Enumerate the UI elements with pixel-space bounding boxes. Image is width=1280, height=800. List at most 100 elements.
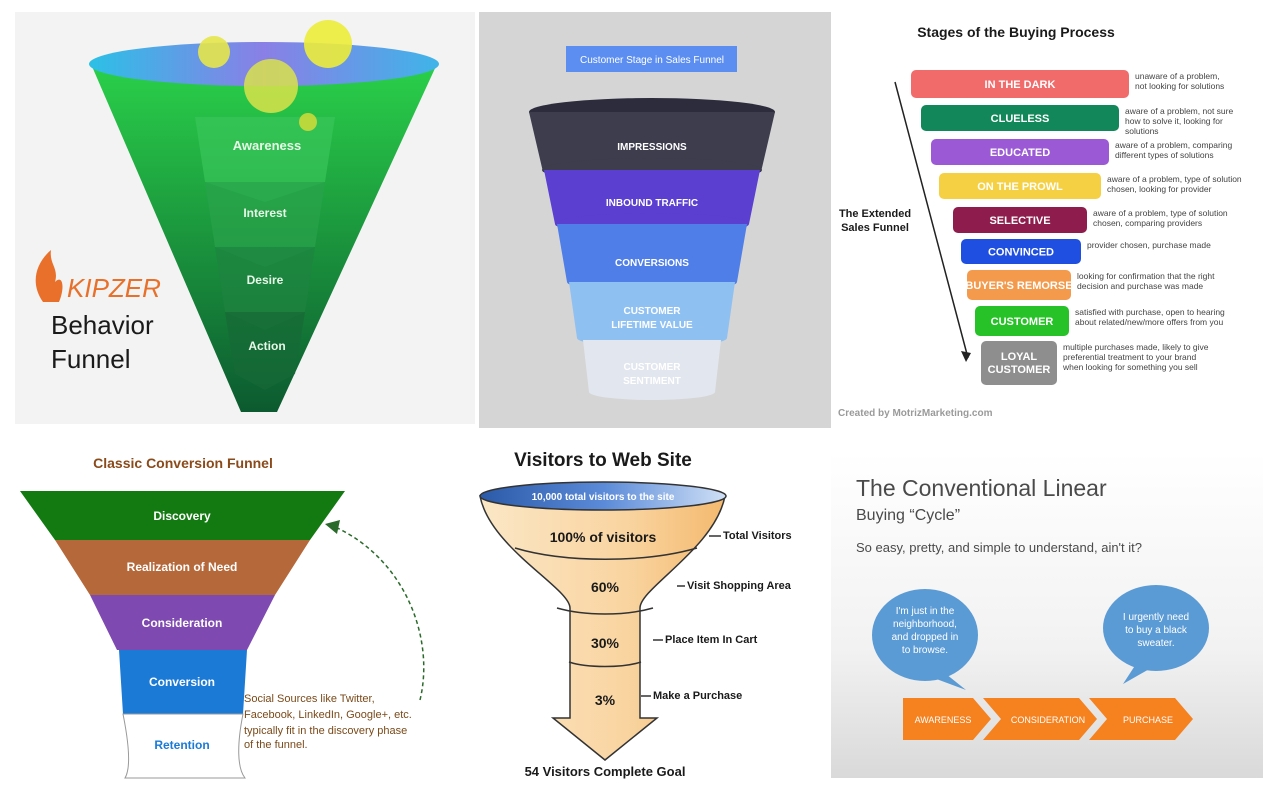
step-label: CONSIDERATION: [1011, 715, 1085, 725]
logo-text: KIPZER: [67, 273, 161, 303]
panel-subtitle: Buying “Cycle”: [856, 507, 960, 524]
stage-box: [981, 341, 1057, 385]
svg-text:sweater.: sweater.: [1137, 638, 1174, 649]
level-pct: 60%: [591, 579, 620, 595]
level-pct: 3%: [595, 692, 616, 708]
level-label: Make a Purchase: [653, 690, 742, 702]
stage-description: solutions: [1125, 126, 1159, 136]
funnel-top: [479, 481, 727, 511]
buying-process-panel: Stages of the Buying Process The Extende…: [833, 12, 1273, 428]
stage-box: [911, 70, 1129, 98]
note-line: Facebook, LinkedIn, Google+, etc.: [244, 709, 412, 721]
tier-label: IMPRESSIONS: [617, 142, 687, 153]
behavior-funnel-graphic: Awareness Interest Desire Action KIPZER …: [35, 20, 439, 412]
step-label: PURCHASE: [1123, 715, 1173, 725]
stage-description: multiple purchases made, likely to give: [1063, 342, 1209, 352]
ball: [304, 20, 352, 68]
buying-stages: IN THE DARK unaware of a problem,not look…: [911, 70, 1242, 385]
level-label: Visit Shopping Area: [687, 580, 792, 592]
svg-text:I urgently need: I urgently need: [1123, 612, 1189, 623]
funnel-body: [479, 495, 726, 761]
stage-label: CLUELESS: [991, 113, 1050, 125]
panel-title: Classic Conversion Funnel: [93, 455, 273, 471]
credit: Created by MotrizMarketing.com: [838, 408, 993, 419]
stage-label: Interest: [243, 206, 286, 220]
stage-label: Consideration: [142, 616, 223, 630]
ball: [244, 59, 298, 113]
level-pct: 100% of visitors: [550, 529, 657, 545]
stage-label: IN THE DARK: [985, 79, 1056, 91]
stage-box: [939, 173, 1101, 199]
stage-description: looking for confirmation that the right: [1077, 271, 1215, 281]
stage-discovery: [20, 491, 345, 540]
stage-label: CONVINCED: [988, 247, 1054, 259]
tier-conversions: [557, 224, 747, 282]
stage-label: ON THE PROWL: [977, 181, 1063, 193]
stage-label: Discovery: [153, 509, 211, 523]
svg-text:to browse.: to browse.: [902, 645, 948, 656]
panel-header: Customer Stage in Sales Funnel: [580, 55, 724, 66]
customer-stage-panel: Customer Stage in Sales Funnel IMPRESSIO…: [479, 12, 831, 428]
ball: [198, 36, 230, 68]
stage-label: Realization of Need: [127, 560, 238, 574]
level-label: Place Item In Cart: [665, 634, 758, 646]
stage-description: not looking for solutions: [1135, 81, 1224, 91]
stage-box: [931, 139, 1109, 165]
note-line: of the funnel.: [244, 739, 308, 751]
kipzer-logo: KIPZER: [35, 250, 161, 303]
svg-text:and dropped in: and dropped in: [892, 632, 959, 643]
stage-label: Awareness: [233, 138, 301, 153]
classic-funnel-panel: Classic Conversion Funnel Discovery Real…: [15, 438, 473, 788]
stage-box: [975, 306, 1069, 336]
stage-realization: [55, 540, 310, 595]
tier-label: CONVERSIONS: [615, 258, 689, 269]
tier-label: CUSTOMER: [623, 362, 681, 373]
top-label: 10,000 total visitors to the site: [532, 492, 675, 503]
stage-description: aware of a problem, comparing: [1115, 140, 1232, 150]
tier-label: CUSTOMER: [623, 306, 681, 317]
stage-description: decision and purchase was made: [1077, 281, 1203, 291]
panel-title: Funnel: [51, 344, 131, 374]
behavior-funnel-panel: Awareness Interest Desire Action KIPZER …: [15, 12, 475, 424]
level-label: Total Visitors: [723, 530, 792, 542]
step-purchase: [1089, 698, 1193, 740]
tier-lifetime-value: [569, 282, 735, 338]
tier-inbound-traffic: [544, 170, 760, 224]
tier-label: INBOUND TRAFFIC: [606, 198, 698, 209]
stage-box: [953, 207, 1087, 233]
header-box: [566, 46, 737, 72]
stage-description: aware of a problem, type of solution: [1093, 208, 1228, 218]
stage-label: CUSTOMER: [988, 364, 1051, 376]
stage-description: chosen, looking for provider: [1107, 184, 1212, 194]
visitors-funnel-panel: Visitors to Web Site 10,000 total visito…: [475, 438, 827, 788]
stage-description: provider chosen, purchase made: [1087, 240, 1211, 250]
stage-conversion: [119, 650, 247, 714]
stage-description: about related/new/more offers from you: [1075, 317, 1223, 327]
side-label: The Extended: [839, 208, 911, 220]
stage-label: Conversion: [149, 675, 215, 689]
stage-retention: [122, 713, 247, 779]
stage-description: chosen, comparing providers: [1093, 218, 1202, 228]
svg-text:to buy a black: to buy a black: [1125, 625, 1188, 636]
stage-box: [921, 105, 1119, 131]
stage-description: unaware of a problem,: [1135, 71, 1220, 81]
svg-text:neighborhood,: neighborhood,: [893, 619, 957, 630]
stage-label: SELECTIVE: [989, 215, 1050, 227]
stage-label: CUSTOMER: [991, 316, 1054, 328]
stage-label: EDUCATED: [990, 147, 1050, 159]
stage-label: BUYER'S REMORSE: [965, 280, 1072, 292]
speech-bubble-left: I'm just in the neighborhood, and droppe…: [872, 589, 978, 690]
svg-text:I'm just in the: I'm just in the: [896, 606, 955, 617]
speech-bubble-right: I urgently need to buy a black sweater.: [1103, 585, 1209, 684]
bottom-label: 54 Visitors Complete Goal: [525, 764, 686, 779]
stage-description: aware of a problem, type of solution: [1107, 174, 1242, 184]
stage-label: Retention: [154, 738, 209, 752]
stage-description: aware of a problem, not sure: [1125, 106, 1233, 116]
stage-label: Action: [248, 339, 285, 353]
stage-label: Desire: [247, 273, 284, 287]
note-line: typically fit in the discovery phase: [244, 725, 407, 737]
note-line: Social Sources like Twitter,: [244, 693, 375, 705]
stage-description: preferential treatment to your brand: [1063, 352, 1197, 362]
step-consideration: [983, 698, 1097, 740]
panel-title: Stages of the Buying Process: [917, 24, 1115, 40]
